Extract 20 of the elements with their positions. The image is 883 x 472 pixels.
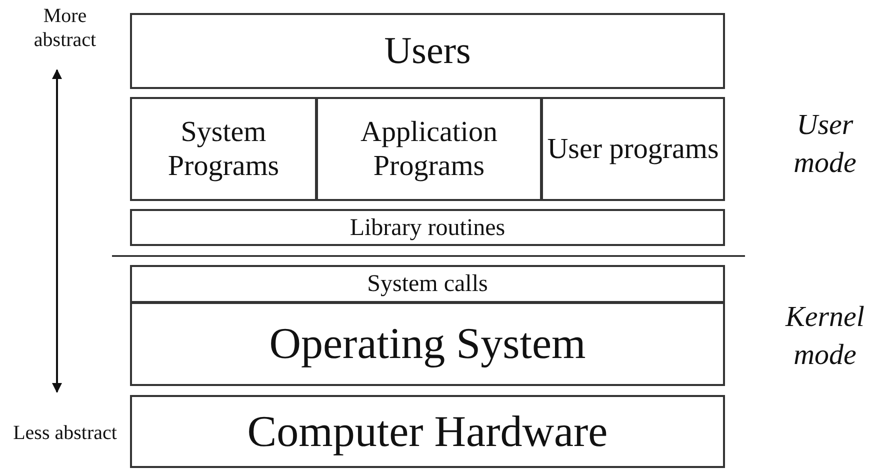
layer-box bbox=[130, 209, 725, 246]
layer-box bbox=[130, 395, 725, 468]
layer-label: Computer Hardware bbox=[247, 406, 608, 458]
side-label: Less abstract bbox=[12, 421, 118, 446]
layer-box bbox=[541, 97, 725, 201]
side-label: More abstract bbox=[32, 4, 98, 52]
side-label: Kernel mode bbox=[784, 300, 866, 373]
side-label: User mode bbox=[792, 108, 858, 181]
layer-label: Users bbox=[384, 28, 471, 74]
layer-box bbox=[130, 13, 725, 89]
layer-label: Application Programs bbox=[360, 115, 498, 183]
layer-box bbox=[316, 97, 542, 201]
layer-box bbox=[130, 302, 725, 386]
layer-label: System calls bbox=[367, 270, 488, 299]
layer-label: Library routines bbox=[350, 214, 506, 242]
layer-box bbox=[130, 265, 725, 303]
layer-box bbox=[130, 97, 317, 201]
layer-label: System Programs bbox=[166, 115, 280, 183]
layer-label: User programs bbox=[547, 132, 719, 166]
layer-label: Operating System bbox=[269, 318, 586, 370]
